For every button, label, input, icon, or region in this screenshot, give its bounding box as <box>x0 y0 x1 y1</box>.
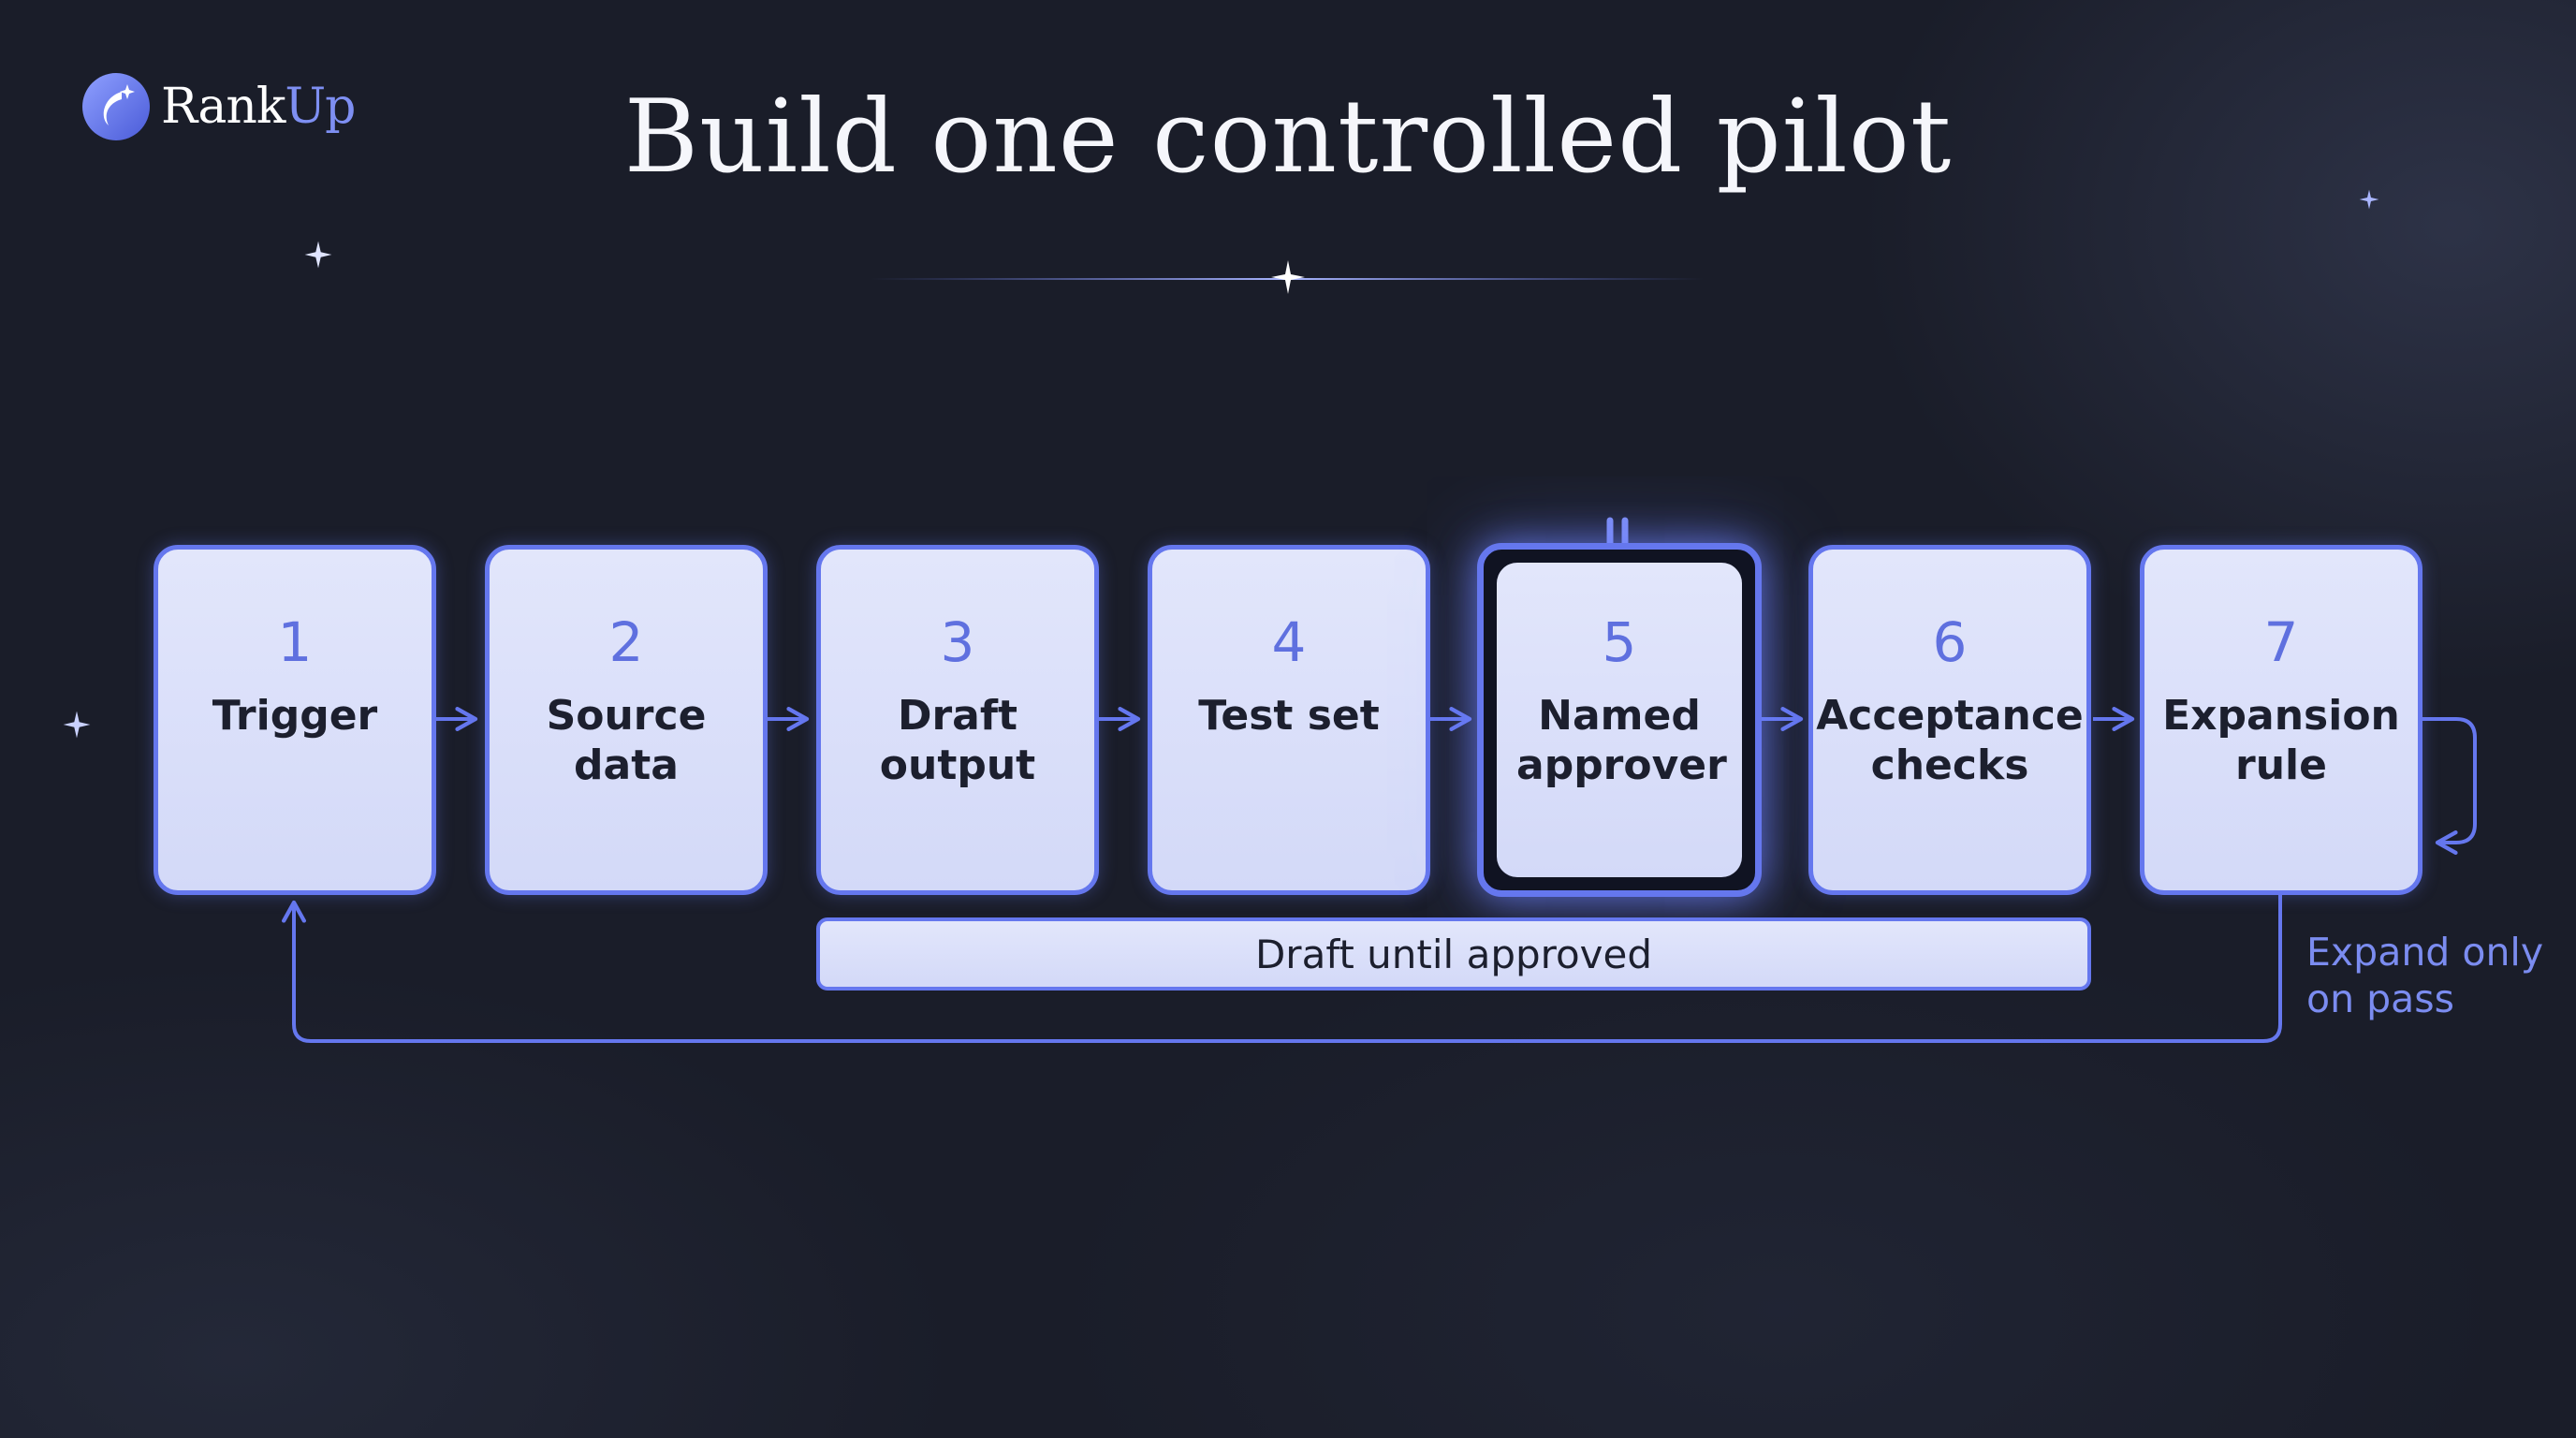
step-label: Acceptance checks <box>1816 692 2084 789</box>
rankup-logo-icon <box>82 73 150 140</box>
step-label: Named approver <box>1516 692 1727 789</box>
step-draft-output: 3 Draft output <box>816 545 1099 895</box>
step-number: 2 <box>608 610 644 674</box>
step-number: 6 <box>1932 610 1968 674</box>
step-named-approver: 5 Named approver <box>1477 543 1762 897</box>
step-number: 3 <box>940 610 975 674</box>
draft-until-approved-band: Draft until approved <box>816 917 2091 990</box>
brand-name: RankUp <box>161 79 356 135</box>
step-inner-panel: 5 Named approver <box>1497 563 1742 877</box>
step-label: Expansion rule <box>2162 692 2400 789</box>
step-label: Test set <box>1198 692 1380 740</box>
step-expansion-rule: 7 Expansion rule <box>2140 545 2422 895</box>
page-title: Build one controlled pilot <box>623 79 1953 196</box>
step-trigger: 1 Trigger <box>154 545 436 895</box>
step-label: Draft output <box>879 692 1036 789</box>
sparkle-icon <box>1271 260 1305 294</box>
sparkle-icon <box>304 241 332 269</box>
step-acceptance-checks: 6 Acceptance checks <box>1808 545 2091 895</box>
step-number: 4 <box>1271 610 1307 674</box>
step-test-set: 4 Test set <box>1148 545 1430 895</box>
sparkle-icon <box>63 711 91 739</box>
step-number: 1 <box>277 610 313 674</box>
step-number: 7 <box>2263 610 2299 674</box>
step-source-data: 2 Source data <box>485 545 768 895</box>
expansion-self-loop <box>2422 717 2477 855</box>
sparkle-icon <box>2359 189 2379 210</box>
loop-note: Expand only on pass <box>2306 930 2544 1021</box>
return-loop <box>282 895 2282 1043</box>
step-label: Trigger <box>212 692 378 740</box>
brand-logo: RankUp <box>80 71 356 142</box>
step-number: 5 <box>1602 610 1637 674</box>
step-label: Source data <box>546 692 707 789</box>
